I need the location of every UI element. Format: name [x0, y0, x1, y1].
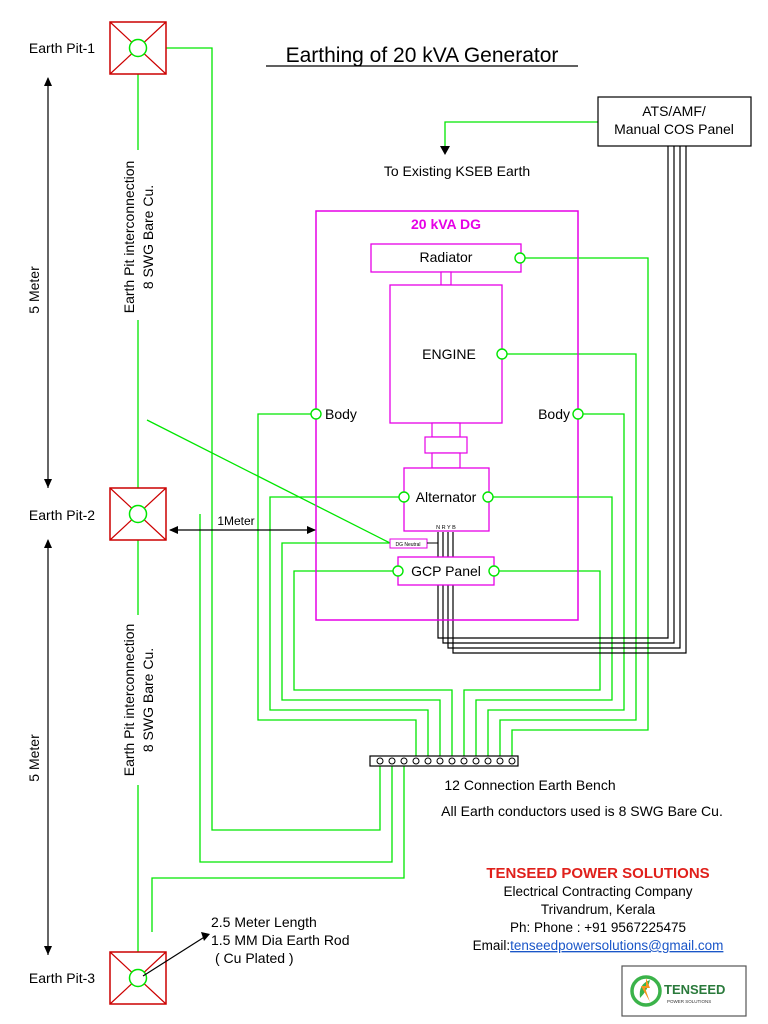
company-name: TENSEED POWER SOLUTIONS	[486, 865, 709, 882]
body-left-label: Body	[325, 406, 357, 422]
diagram-title: Earthing of 20 kVA Generator	[286, 44, 559, 67]
body-right-label: Body	[538, 406, 570, 422]
gcp-panel-box	[397, 556, 495, 586]
alternator-right-earth-terminal	[482, 491, 494, 503]
alternator-left-earth-terminal	[398, 491, 410, 503]
phase-labels: N R Y B	[436, 525, 456, 531]
conductor-note: All Earth conductors used is 8 SWG Bare …	[441, 803, 723, 819]
earth-rod-line3: ( Cu Plated )	[215, 950, 294, 966]
engine-earth-terminal	[496, 348, 508, 360]
radiator-earth-terminal	[514, 252, 526, 264]
alternator-box	[403, 467, 490, 532]
existing-earth-label: To Existing KSEB Earth	[384, 163, 530, 179]
radiator-coupling	[440, 271, 452, 286]
earth-pit-3-label: Earth Pit-3	[29, 970, 95, 986]
interconnection-lower-line1: Earth Pit interconnection	[121, 624, 137, 777]
company-tagline: Electrical Contracting Company	[503, 884, 692, 899]
logo-subtext: POWER SOLUTIONS	[667, 999, 711, 1004]
radiator-box	[370, 243, 522, 273]
earth-conductors	[137, 47, 649, 975]
body-left-earth-terminal	[310, 408, 322, 420]
gcp-right-earth-terminal	[488, 565, 500, 577]
ats-panel	[597, 96, 752, 147]
earth-rod-line1: 2.5 Meter Length	[211, 914, 317, 930]
interconnection-upper-line1: Earth Pit interconnection	[121, 161, 137, 314]
body-right-earth-terminal	[572, 408, 584, 420]
one-meter-label: 1Meter	[217, 514, 254, 528]
gcp-panel-label: GCP Panel	[411, 563, 481, 579]
earth-rod-arrowhead	[201, 932, 210, 941]
interconnection-upper-line2: 8 SWG Bare Cu.	[140, 185, 156, 289]
interconnection-lower-line2: 8 SWG Bare Cu.	[140, 648, 156, 752]
earth-pit-1	[109, 21, 167, 75]
company-location: Trivandrum, Kerala	[541, 902, 656, 917]
engine-label: ENGINE	[422, 346, 476, 362]
dg-title: 20 kVA DG	[411, 216, 481, 232]
company-email-link[interactable]: tenseedpowersolutions@gmail.com	[510, 938, 723, 953]
earth-rod-line2: 1.5 MM Dia Earth Rod	[211, 932, 350, 948]
lower-span-label: 5 Meter	[26, 734, 42, 782]
dg-neutral-label: DG Neutral	[395, 542, 420, 548]
logo-text: TENSEED	[664, 982, 725, 997]
company-email-line: Email:tenseedpowersolutions@gmail.com	[473, 938, 724, 953]
earth-bench	[369, 755, 519, 767]
ats-cables	[437, 146, 687, 654]
radiator-label: Radiator	[420, 249, 473, 265]
alternator-label: Alternator	[416, 489, 477, 505]
coupling-bottom	[431, 452, 461, 469]
coupling-mid	[424, 436, 468, 454]
earth-pit-1-label: Earth Pit-1	[29, 40, 95, 56]
earth-pit-2-label: Earth Pit-2	[29, 507, 95, 523]
engine-box	[389, 284, 503, 424]
company-phone: Ph: Phone : +91 9567225475	[510, 920, 686, 935]
earth-bench-terminals	[376, 757, 516, 765]
ats-panel-line2: Manual COS Panel	[614, 121, 734, 137]
earth-bench-label: 12 Connection Earth Bench	[444, 777, 615, 793]
company-email-label: Email:	[473, 938, 511, 953]
coupling-top	[431, 422, 461, 438]
company-logo: TENSEED POWER SOLUTIONS	[621, 965, 747, 1017]
existing-earth-arrowhead	[440, 146, 450, 155]
earth-rod-pointer	[142, 935, 207, 977]
ats-panel-line1: ATS/AMF/	[642, 103, 706, 119]
gcp-left-earth-terminal	[392, 565, 404, 577]
upper-span-label: 5 Meter	[26, 266, 42, 314]
earth-terminals	[310, 252, 584, 577]
earth-pit-2	[109, 487, 167, 541]
earth-pit-3	[109, 951, 167, 1005]
